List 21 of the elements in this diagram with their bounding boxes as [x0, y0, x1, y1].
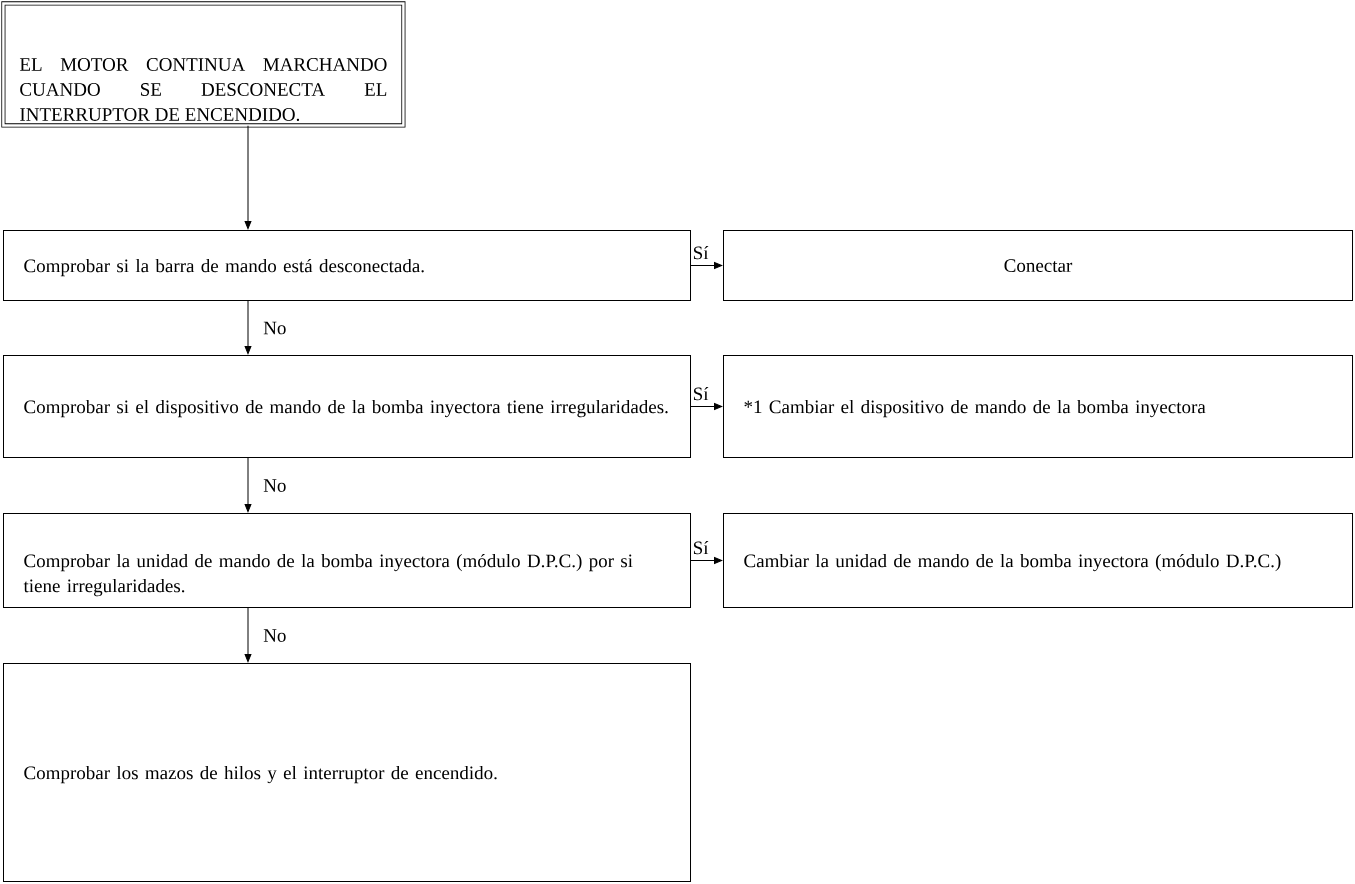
process-box: *1 Cambiar el dispositivo de mando de la bomba inyectora — [723, 355, 1353, 458]
arrow — [244, 300, 252, 355]
edge-label: No — [262, 478, 288, 493]
arrow — [244, 457, 252, 513]
arrow — [244, 125, 252, 230]
arrow — [690, 262, 723, 269]
edge-label: Sí — [691, 385, 710, 402]
process-box: Comprobar la unidad de mando de la bomba inyectora (módulo D.P.C.) por si tiene irregularidades. — [3, 513, 691, 608]
edge-label: No — [262, 628, 288, 643]
arrow — [244, 607, 252, 663]
arrow — [690, 403, 723, 410]
arrow — [690, 557, 723, 564]
process-box: Conectar — [723, 230, 1353, 301]
title-box: EL MOTOR CONTINUA MARCHANDO CUANDO SE DESCONECTA EL INTERRUPTOR DE ENCENDIDO. — [1, 1, 406, 128]
edge-label: No — [262, 320, 288, 336]
process-box: Cambiar la unidad de mando de la bomba inyectora (módulo D.P.C.) — [723, 513, 1353, 608]
process-box: Comprobar si la barra de mando está desconectada. — [3, 230, 691, 301]
process-box: Comprobar los mazos de hilos y el interruptor de encendido. — [3, 663, 691, 882]
edge-label: Sí — [691, 539, 710, 556]
process-box: Comprobar si el dispositivo de mando de la bomba inyectora tiene irregularidades. — [3, 355, 691, 458]
edge-label: Sí — [691, 244, 710, 261]
